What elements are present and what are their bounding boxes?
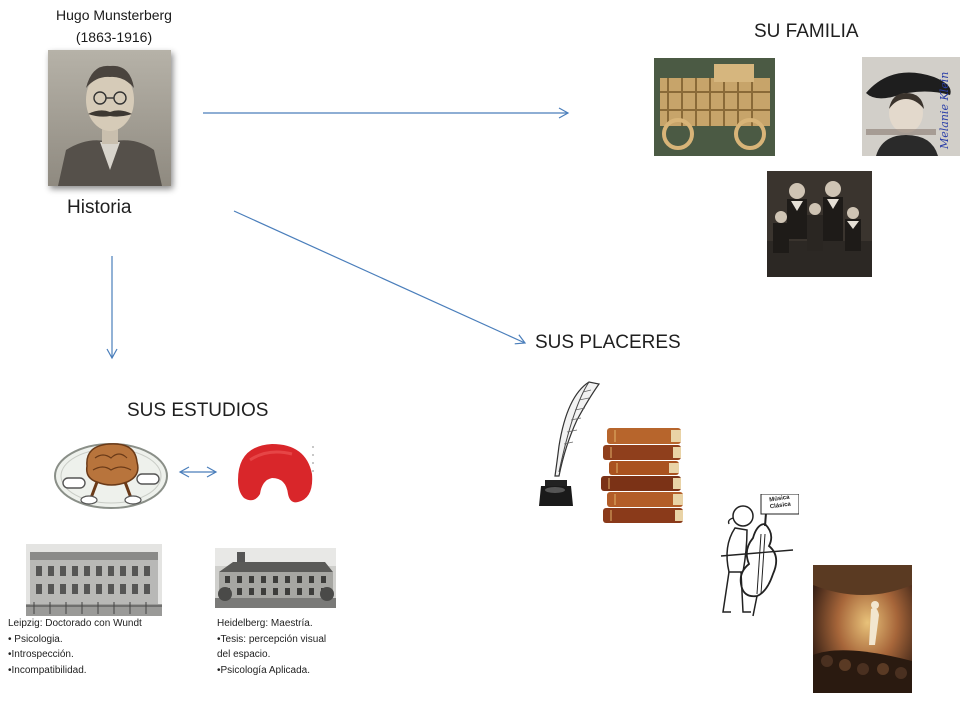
pleasures-heading: SUS PLACERES [535,332,681,353]
person-years: (1863-1916) [75,29,153,45]
arrow-to-pleasures [233,210,527,345]
heidelberg-title: Heidelberg: Maestría. [217,618,313,629]
quill-and-inkwell-image [533,376,601,510]
leipzig-title: Leipzig: Doctorado con Wundt [8,618,142,629]
heidelberg-building-photo [215,548,336,608]
cellist-cartoon-image: Música Clásica [713,494,799,620]
signature-mark: Melanie Klein [938,71,951,149]
theater-painting-image [813,565,912,693]
leipzig-item: •Incompatibilidad. [8,664,87,676]
portrait-photo [48,50,171,186]
family-children-photo [767,171,872,277]
leipzig-item: • Psicologia. [8,633,63,645]
heidelberg-notes: Heidelberg: Maestría. •Tesis: percepción… [217,616,326,678]
stack-of-books-image [601,428,685,524]
brain-cartoon-image [53,436,169,510]
leipzig-building-photo [26,544,162,616]
family-melanie-klein-photo: Melanie Klein [862,57,960,156]
heidelberg-item: •Tesis: percepción visual [217,633,327,645]
history-caption: Historia [67,197,132,218]
leipzig-item: •Introspección. [8,649,74,660]
leipzig-notes: Leipzig: Doctorado con Wundt • Psicologi… [8,616,142,678]
heidelberg-item: •Psicología Aplicada. [217,664,311,676]
heidelberg-item: del espacio. [217,649,271,660]
person-name: Hugo Munsterberg [56,7,172,23]
studies-heading: SUS ESTUDIOS [127,400,269,421]
family-heading: SU FAMILIA [754,21,859,42]
red-cap-image [232,440,316,512]
family-wooden-cart-photo [654,58,775,156]
